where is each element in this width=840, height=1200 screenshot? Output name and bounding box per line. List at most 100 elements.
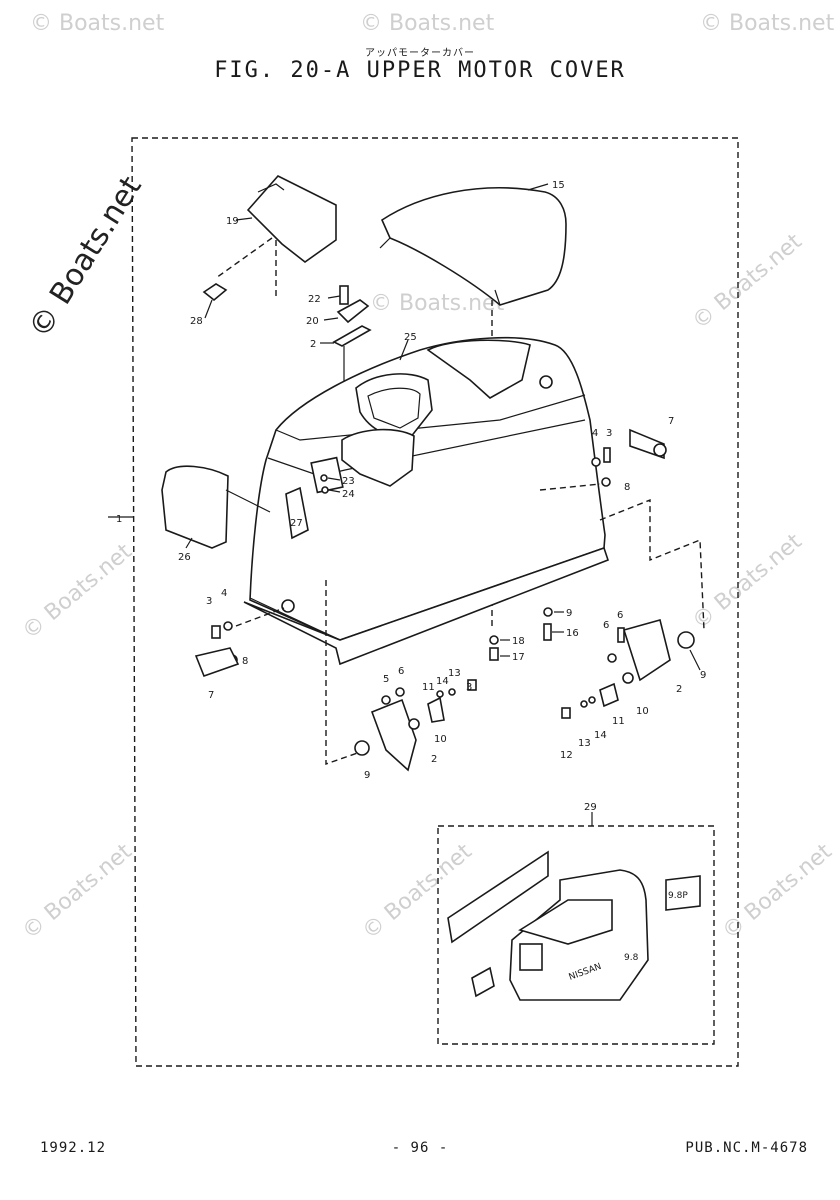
callout-13: 13 <box>578 738 591 749</box>
washer-18 <box>489 635 499 645</box>
top-cover-15 <box>380 187 567 306</box>
callout-2: 2 <box>310 339 316 350</box>
bushing-10-right <box>622 672 634 684</box>
inset-frame <box>437 825 715 1045</box>
leader-28 <box>204 299 213 319</box>
washer-14-left <box>436 690 444 698</box>
callout-2: 2 <box>676 684 682 695</box>
cover-opening-rear <box>426 339 531 399</box>
subtitle-japanese: アッパモーターカバー <box>365 48 475 59</box>
screw-12-left <box>467 679 477 691</box>
callout-17: 17 <box>512 652 525 663</box>
watermark: © Boats.net <box>700 11 835 36</box>
guide-left-bracket <box>325 580 367 765</box>
cover-plug <box>539 375 553 389</box>
callout-11: 11 <box>422 682 435 693</box>
callout-26: 26 <box>178 552 191 563</box>
cover-plate-detail <box>257 183 285 193</box>
footer-date: 1992.12 <box>40 1140 107 1156</box>
decal-model-text: 9.8 <box>624 953 639 963</box>
screw-22 <box>339 285 349 305</box>
callout-14: 14 <box>594 730 607 741</box>
callout-29: 29 <box>584 802 597 813</box>
callout-2: 2 <box>431 754 437 765</box>
label-27 <box>285 486 309 540</box>
handle-7-left <box>194 647 240 678</box>
callout-27: 27 <box>290 518 303 529</box>
callout-10: 10 <box>636 706 649 717</box>
watermark-large: © Boats.net <box>22 170 149 344</box>
callout-19: 19 <box>226 216 239 227</box>
callout-11: 11 <box>612 716 625 727</box>
decal-stripe-left <box>447 850 549 944</box>
cover-grommet-left <box>281 599 295 613</box>
leader-25 <box>399 339 409 361</box>
callout-8: 8 <box>624 482 630 493</box>
footer-page: - 96 - <box>391 1140 449 1156</box>
page-title: FIG. 20-A UPPER MOTOR COVER <box>214 58 626 83</box>
watermark: © Boats.net <box>18 839 137 945</box>
callout-7: 7 <box>208 690 214 701</box>
leader-24 <box>328 489 341 493</box>
seal-25-inner <box>367 387 421 429</box>
callout-28: 28 <box>190 316 203 327</box>
assembly-frame <box>131 137 739 1067</box>
leader-19-dash <box>215 237 277 296</box>
leader-8-right <box>539 483 601 491</box>
washer-6-right <box>607 653 617 663</box>
washer-6-left <box>395 687 405 697</box>
callout-25: 25 <box>404 332 417 343</box>
callout-15: 15 <box>552 180 565 191</box>
washer-13-right <box>580 700 588 708</box>
screw-3-left <box>211 625 221 639</box>
leader-20 <box>323 317 339 321</box>
callout-3: 3 <box>466 682 472 693</box>
washer-5-left <box>381 695 391 705</box>
callout-6: 6 <box>617 610 623 621</box>
callout-9: 9 <box>364 770 370 781</box>
leader-22 <box>327 295 341 299</box>
callout-22: 22 <box>308 294 321 305</box>
inset-side-panel <box>519 943 543 971</box>
callout-12: 12 <box>560 750 573 761</box>
washer-9-upper <box>543 607 553 617</box>
leader-26 <box>185 537 193 549</box>
inset-decal-set: 9.8P NISSAN 9.8 <box>447 850 701 1001</box>
callout-4: 4 <box>592 428 598 439</box>
plate-11-right <box>599 682 619 708</box>
side-panel-26 <box>161 465 229 549</box>
grommet-9-right <box>677 631 695 649</box>
watermark: © Boats.net <box>718 839 837 945</box>
callout-18: 18 <box>512 636 525 647</box>
top-cover-edge <box>379 237 501 306</box>
leader-26-link <box>225 489 271 513</box>
callout-4: 4 <box>221 588 227 599</box>
collar-8-right <box>601 477 611 487</box>
callout-6: 6 <box>603 620 609 631</box>
bolt-16 <box>543 623 552 641</box>
cover-rim-seal <box>243 546 609 666</box>
watermark: © Boats.net <box>688 529 807 635</box>
callout-labels: 1 2 2 2 3 3 3 4 4 5 6 6 6 7 7 8 8 9 9 9 … <box>116 180 706 813</box>
decal-emblem <box>471 966 495 998</box>
washer-4-left <box>223 621 233 631</box>
watermark: © Boats.net <box>18 539 137 645</box>
guide-right <box>599 498 705 631</box>
callout-24: 24 <box>342 489 355 500</box>
decal-hp-text: 9.8P <box>668 891 688 901</box>
grommet-9-left <box>354 740 370 756</box>
grommet-24 <box>321 486 329 494</box>
callout-16: 16 <box>566 628 579 639</box>
watermark: © Boats.net <box>30 11 165 36</box>
handle-7-cap <box>653 443 667 457</box>
watermark: © Boats.net <box>370 291 505 316</box>
callout-13: 13 <box>448 668 461 679</box>
guide-left <box>235 607 285 627</box>
latch-20 <box>336 299 370 324</box>
bolt-17 <box>489 647 499 661</box>
callout-9: 9 <box>566 608 572 619</box>
watermark: © Boats.net <box>360 11 495 36</box>
callout-14: 14 <box>436 676 449 687</box>
callout-20: 20 <box>306 316 319 327</box>
